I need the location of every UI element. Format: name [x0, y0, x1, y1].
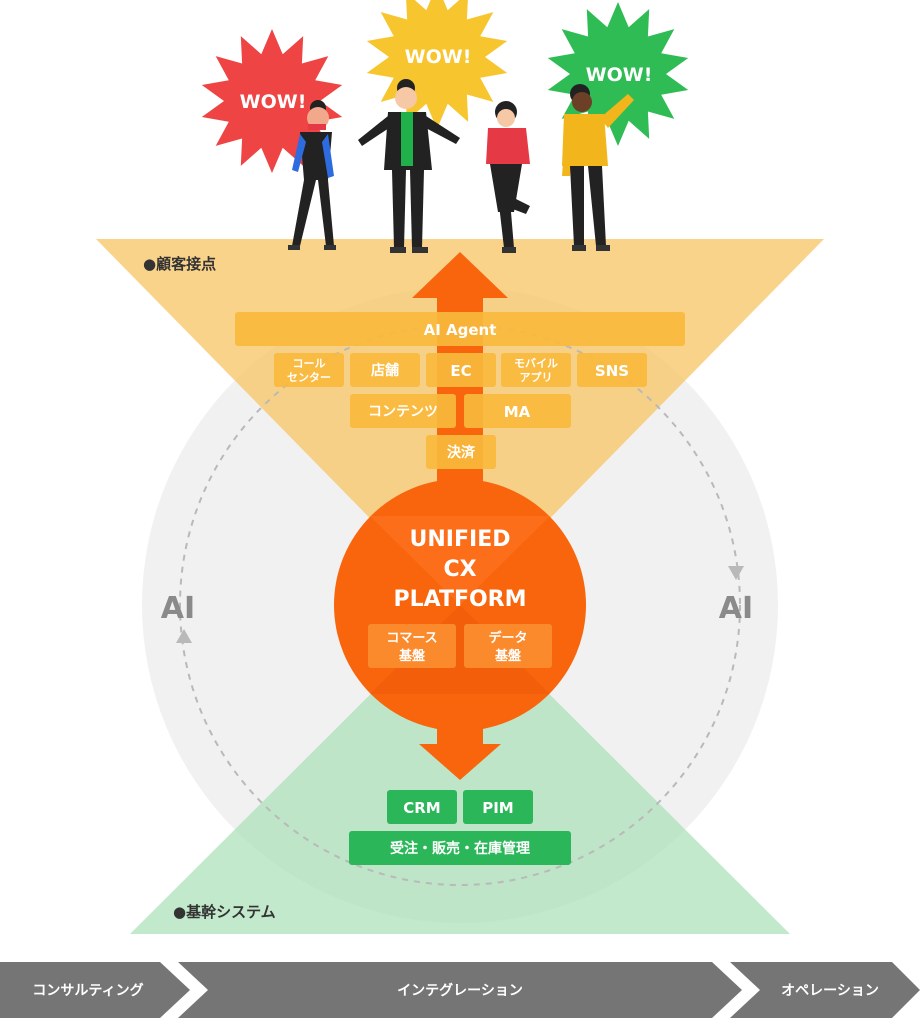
ec-box: [426, 353, 496, 387]
order-sales-inventory-box: [349, 831, 571, 865]
payment-label: 決済: [447, 444, 476, 461]
commerce-platform-box: [368, 624, 456, 668]
ai-agent-label: AI Agent: [424, 321, 497, 339]
integration-label: インテグレーション: [397, 982, 523, 999]
person-woman-bun-icon: [288, 100, 336, 250]
platform-title-line3: PLATFORM: [393, 587, 526, 612]
crm-box: [387, 790, 457, 824]
mobile-app-box: [501, 353, 571, 387]
touchpoint-boxes: AI Agent コール センター 店舗 EC モバイル アプリ SNS コンテ…: [235, 312, 685, 469]
mobile-app-label-line2: アプリ: [520, 370, 553, 384]
ai-label-left: AI: [161, 591, 195, 626]
order-sales-inventory-label: 受注・販売・在庫管理: [390, 840, 530, 857]
cycle-arrowhead-right-icon: [728, 566, 744, 580]
platform-title-line2: CX: [443, 557, 476, 582]
process-step-consulting: [0, 962, 190, 1018]
sns-label: SNS: [595, 362, 629, 380]
data-platform-label-line1: データ: [488, 630, 527, 646]
mobile-app-label-line1: モバイル: [514, 357, 558, 370]
consulting-label: コンサルティング: [32, 982, 143, 999]
commerce-platform-label-line1: コマース: [386, 631, 437, 646]
sns-box: [577, 353, 647, 387]
process-step-operation: [730, 962, 920, 1018]
ma-label: MA: [504, 403, 531, 421]
commerce-platform-label-line2: 基盤: [398, 648, 426, 664]
contents-box: [350, 394, 456, 428]
pim-label: PIM: [482, 799, 514, 817]
contents-label: コンテンツ: [368, 404, 438, 420]
customer-touchpoint-label: ●顧客接点: [143, 255, 216, 273]
store-box: [350, 353, 420, 387]
ai-label-right: AI: [719, 591, 753, 626]
wow-label-red: WOW!: [240, 91, 307, 113]
ai-agent-box: [235, 312, 685, 346]
ma-box: [464, 394, 571, 428]
wow-label-green: WOW!: [586, 64, 653, 86]
unified-cx-platform: UNIFIED CX PLATFORM コマース 基盤 データ 基盤: [334, 479, 586, 731]
call-center-box: [274, 353, 344, 387]
call-center-label-line2: センター: [287, 371, 331, 384]
person-woman-red-icon: [486, 101, 530, 253]
person-man-yellow-icon: [562, 84, 634, 251]
ec-label: EC: [450, 362, 471, 380]
platform-title-line1: UNIFIED: [410, 527, 511, 552]
wow-burst-yellow: WOW!: [366, 0, 508, 129]
core-system-label: ●基幹システム: [173, 903, 276, 921]
cycle-arrowhead-left-icon: [176, 629, 192, 643]
wow-label-yellow: WOW!: [405, 46, 472, 68]
core-system-boxes: CRM PIM 受注・販売・在庫管理: [349, 790, 571, 865]
crm-label: CRM: [403, 799, 441, 817]
data-platform-label-line2: 基盤: [494, 648, 522, 664]
process-bar: コンサルティング インテグレーション オペレーション: [0, 962, 920, 1018]
ai-cycle-dashed-ring: [179, 324, 741, 886]
operation-label: オペレーション: [781, 983, 879, 999]
person-man-jacket-icon: [358, 79, 460, 253]
pim-box: [463, 790, 533, 824]
call-center-label-line1: コール: [293, 357, 326, 370]
data-platform-box: [464, 624, 552, 668]
payment-box: [426, 435, 496, 469]
process-step-integration: [178, 962, 742, 1018]
store-label: 店舗: [371, 362, 399, 379]
